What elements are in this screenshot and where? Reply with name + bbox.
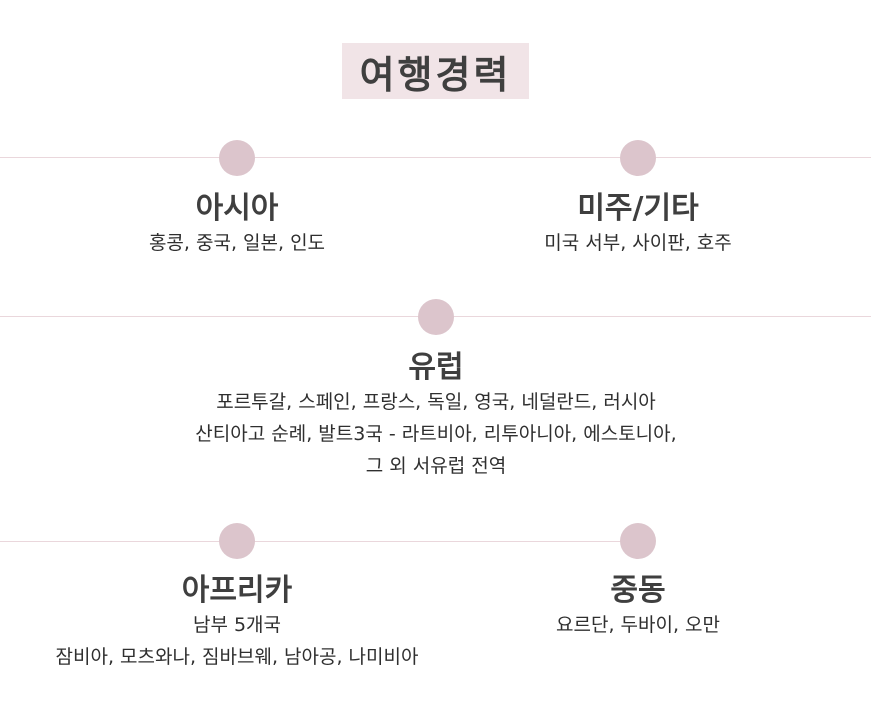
timeline-dot-middle-east <box>620 523 656 559</box>
region-middle-east-title: 중동 <box>610 573 666 608</box>
region-africa-line-2: 잠비아, 모츠와나, 짐바브웨, 남아공, 나미비아 <box>55 646 419 668</box>
region-americas-line-1: 미국 서부, 사이판, 호주 <box>544 232 732 254</box>
region-europe-title: 유럽 <box>408 350 464 385</box>
timeline-dot-asia <box>219 140 255 176</box>
region-americas: 미주/기타 미국 서부, 사이판, 호주 <box>488 191 788 259</box>
region-americas-title: 미주/기타 <box>577 191 699 226</box>
region-asia-line-1: 홍콩, 중국, 일본, 인도 <box>148 232 326 254</box>
region-middle-east-line-1: 요르단, 두바이, 오만 <box>556 614 720 636</box>
region-asia: 아시아 홍콩, 중국, 일본, 인도 <box>87 191 387 259</box>
region-africa-line-1: 남부 5개국 <box>192 614 282 636</box>
region-africa-title: 아프리카 <box>181 573 293 608</box>
region-asia-title: 아시아 <box>195 191 279 226</box>
timeline-dot-europe <box>418 299 454 335</box>
region-africa: 아프리카 남부 5개국 잠비아, 모츠와나, 짐바브웨, 남아공, 나미비아 <box>12 573 462 673</box>
timeline-line-3 <box>0 541 636 542</box>
region-europe-line-3: 그 외 서유럽 전역 <box>365 455 507 477</box>
timeline-line-1 <box>0 157 871 158</box>
page-title: 여행경력 <box>342 43 529 99</box>
region-middle-east: 중동 요르단, 두바이, 오만 <box>488 573 788 641</box>
timeline-dot-africa <box>219 523 255 559</box>
timeline-dot-americas <box>620 140 656 176</box>
region-europe: 유럽 포르투갈, 스페인, 프랑스, 독일, 영국, 네덜란드, 러시아 산티아… <box>86 350 786 482</box>
region-europe-line-2: 산티아고 순례, 발트3국 - 라트비아, 리투아니아, 에스토니아, <box>195 423 677 445</box>
region-europe-line-1: 포르투갈, 스페인, 프랑스, 독일, 영국, 네덜란드, 러시아 <box>216 391 656 413</box>
